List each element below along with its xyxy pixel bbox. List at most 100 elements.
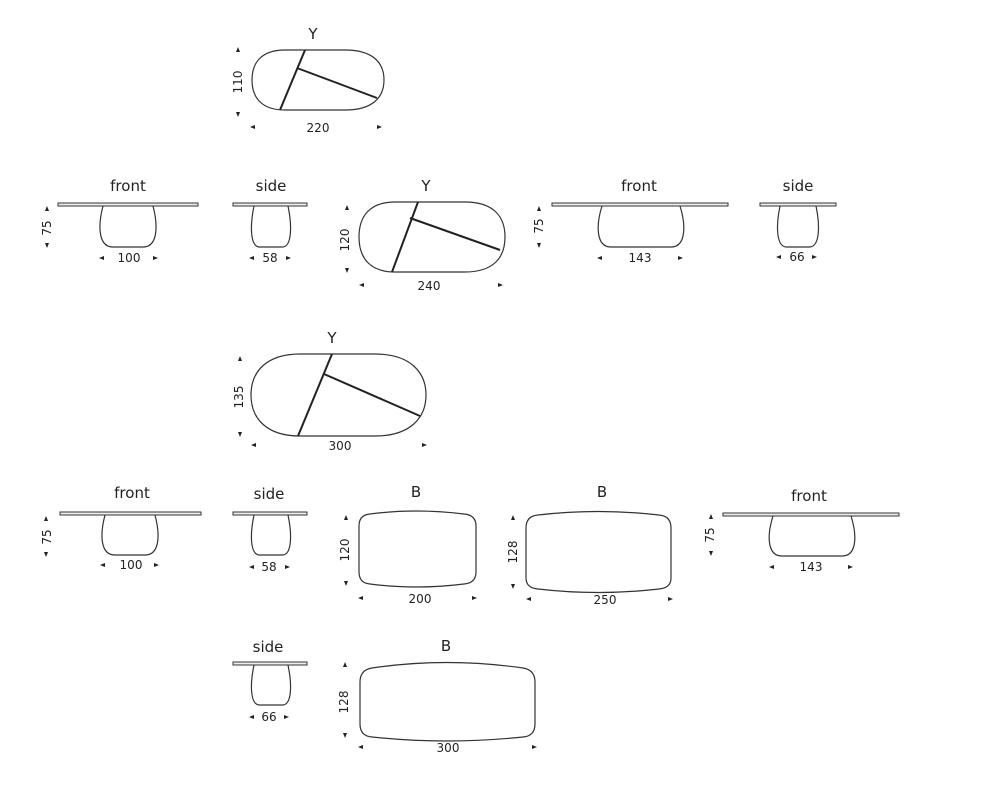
arrow-down-icon	[344, 581, 348, 586]
tabletop-outline	[359, 661, 536, 742]
tabletop-split-line	[391, 201, 501, 273]
arrow-right-icon	[532, 745, 537, 749]
tabletop-split-line	[297, 353, 421, 437]
width-dimension: 300	[437, 741, 460, 755]
depth-dimension: 128	[506, 541, 520, 564]
arrow-down-icon	[236, 112, 240, 117]
arrow-up-icon	[511, 515, 515, 520]
width-dimension: 58	[261, 560, 276, 574]
arrow-up-icon	[344, 515, 348, 520]
tabletop-edge	[759, 202, 837, 207]
arrow-right-icon	[285, 565, 290, 569]
table-base	[597, 205, 685, 248]
front-label: front	[791, 487, 827, 505]
tabletop-outline	[358, 201, 506, 273]
arrow-left-icon	[250, 125, 255, 129]
arrow-up-icon	[345, 205, 349, 210]
tabletop-outline	[251, 49, 385, 111]
arrow-right-icon	[422, 443, 427, 447]
height-dimension: 75	[40, 220, 54, 235]
width-dimension: 143	[629, 251, 652, 265]
width-dimension: 200	[409, 592, 432, 606]
table-base	[776, 205, 820, 248]
arrow-left-icon	[249, 565, 254, 569]
shape-y-label: Y	[420, 177, 431, 195]
height-dimension: 75	[532, 218, 546, 233]
side-view-4: side 66	[232, 638, 308, 724]
arrow-left-icon	[249, 256, 254, 260]
tabletop-split-line	[279, 49, 378, 111]
width-dimension: 143	[800, 560, 823, 574]
table-base	[101, 514, 159, 556]
arrow-up-icon	[537, 206, 541, 211]
side-label: side	[253, 638, 284, 656]
front-label: front	[114, 484, 150, 502]
arrow-down-icon	[537, 243, 541, 248]
height-dimension: 75	[703, 527, 717, 542]
shape-y-label: Y	[307, 25, 318, 43]
tabletop-outline	[525, 510, 672, 594]
shape-b-label: B	[597, 483, 607, 501]
front-label: front	[621, 177, 657, 195]
arrow-left-icon	[769, 565, 774, 569]
arrow-left-icon	[249, 715, 254, 719]
depth-dimension: 110	[231, 71, 245, 94]
arrow-down-icon	[345, 268, 349, 273]
arrow-right-icon	[154, 563, 159, 567]
arrow-right-icon	[286, 256, 291, 260]
arrow-down-icon	[343, 733, 347, 738]
width-dimension: 66	[789, 250, 804, 264]
arrow-right-icon	[848, 565, 853, 569]
width-dimension: 240	[418, 279, 441, 293]
arrow-up-icon	[709, 514, 713, 519]
front-view-2: front 75 143	[532, 177, 729, 265]
tabletop-edge	[722, 512, 900, 517]
arrow-right-icon	[668, 597, 673, 601]
side-label: side	[256, 177, 287, 195]
table-base	[250, 664, 292, 706]
height-dimension: 75	[40, 529, 54, 544]
width-dimension: 66	[261, 710, 276, 724]
side-view-3: side 58	[232, 485, 308, 574]
table-base	[250, 205, 292, 248]
width-dimension: 100	[118, 251, 141, 265]
width-dimension: 250	[594, 593, 617, 607]
arrow-left-icon	[776, 255, 781, 259]
front-view-1: front 75 100	[40, 177, 199, 265]
depth-dimension: 135	[232, 386, 246, 409]
depth-dimension: 120	[338, 539, 352, 562]
arrow-right-icon	[678, 256, 683, 260]
side-label: side	[783, 177, 814, 195]
arrow-left-icon	[526, 597, 531, 601]
arrow-up-icon	[236, 47, 240, 52]
plan-b-200: B 120 200	[338, 483, 477, 606]
shape-b-label: B	[411, 483, 421, 501]
arrow-left-icon	[597, 256, 602, 260]
arrow-down-icon	[44, 552, 48, 557]
tabletop-edge	[59, 511, 202, 516]
arrow-left-icon	[99, 256, 104, 260]
side-label: side	[254, 485, 285, 503]
plan-y-220: Y 110 220	[231, 25, 385, 135]
plan-b-250: B 128 250	[506, 483, 673, 607]
tabletop-edge	[57, 202, 199, 207]
table-base	[768, 515, 856, 557]
plan-b-300: B 128 300	[337, 637, 537, 755]
tabletop-edge	[551, 202, 729, 207]
depth-dimension: 120	[338, 229, 352, 252]
arrow-up-icon	[44, 516, 48, 521]
table-base	[99, 205, 157, 248]
arrow-down-icon	[511, 584, 515, 589]
tabletop-edge	[232, 511, 308, 516]
tabletop-outline	[358, 510, 477, 588]
side-view-2: side 66	[759, 177, 837, 264]
arrow-down-icon	[709, 551, 713, 556]
side-view-1: side 58	[232, 177, 308, 265]
arrow-down-icon	[238, 432, 242, 437]
arrow-right-icon	[472, 596, 477, 600]
arrow-left-icon	[100, 563, 105, 567]
front-view-3: front 75 100	[40, 484, 202, 572]
tabletop-edge	[232, 202, 308, 207]
arrow-left-icon	[359, 283, 364, 287]
